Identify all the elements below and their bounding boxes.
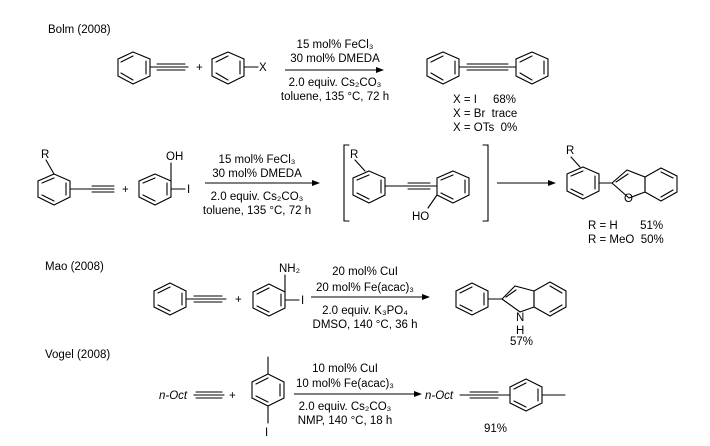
yields-benzofuran: R = H 51% R = MeO 50% (588, 220, 664, 246)
oh-label: OH (166, 151, 183, 163)
condition-line: toluene, 135 °C, 72 h (281, 91, 389, 103)
reaction-arrow (497, 180, 556, 186)
plus-sign: + (196, 62, 203, 74)
iodotoluene-structure (251, 356, 285, 424)
yield-mao: 57% (510, 336, 533, 348)
reaction-arrow (294, 391, 422, 397)
condition-line: 20 mol% CuI (332, 266, 398, 278)
condition-line: 30 mol% DMEDA (290, 53, 380, 65)
benzofuran-product-structure: R (566, 145, 678, 202)
conditions-mao: 20 mol% CuI 20 mol% Fe(acac)₃ 2.0 equiv.… (313, 266, 418, 331)
alkyne-noct-label: n-Oct (159, 390, 188, 402)
indole-product-structure (455, 281, 567, 317)
yields-bolm: X = I 68% X = Br trace X = OTs 0% (453, 94, 517, 134)
condition-line: 15 mol% FeCl₃ (219, 154, 296, 166)
product-noct-label: n-Oct (425, 390, 454, 402)
condition-line: 10 mol% CuI (312, 363, 378, 375)
condition-line: toluene, 135 °C, 72 h (203, 205, 311, 217)
conditions-benzofuran: 15 mol% FeCl₃ 30 mol% DMEDA 2.0 equiv. C… (203, 154, 311, 217)
yield-line: R = H 51% (588, 220, 663, 232)
product-r-label: R (566, 145, 574, 157)
indole-h-label: H (516, 325, 524, 337)
substituent-r-label: R (41, 149, 49, 161)
reaction-arrow (311, 294, 430, 300)
plus-sign: + (235, 294, 242, 306)
benzofuran-section: R + OH I 15 mol% FeCl₃ 30 mol% DMEDA 2.0… (37, 144, 678, 246)
condition-line: 2.0 equiv. Cs₂CO₃ (289, 77, 382, 89)
condition-line: 10 mol% Fe(acac)₃ (296, 378, 394, 390)
condition-line: 15 mol% FeCl₃ (297, 39, 374, 51)
intermediate-structure: R (343, 144, 489, 222)
indole-n-label: N (516, 312, 524, 324)
yield-line: X = Br trace (453, 108, 517, 120)
intermediate-r-label: R (350, 149, 358, 161)
iodo-label: I (265, 427, 268, 439)
iodoaniline-structure (252, 274, 300, 317)
reaction-arrow (285, 67, 384, 73)
bolm-section: Bolm (2008) + X 15 mol% FeCl₃ 30 mol% DM… (48, 24, 549, 134)
citation-mao: Mao (2008) (45, 261, 104, 273)
nh2-label: NH₂ (279, 263, 300, 275)
conditions-bolm: 15 mol% FeCl₃ 30 mol% DMEDA 2.0 equiv. C… (281, 39, 389, 103)
phenylacetylene-structure (117, 51, 189, 85)
yield-line: X = I 68% (453, 94, 516, 106)
r-aryl-alkyne-structure: R (37, 149, 115, 206)
octyne-structure (193, 391, 225, 399)
condition-line: 20 mol% Fe(acac)₃ (316, 282, 414, 294)
yield-line: X = OTs 0% (453, 122, 517, 134)
reaction-arrow (205, 180, 320, 186)
condition-line: 2.0 equiv. K₃PO₄ (322, 305, 408, 317)
iodo-label: I (301, 295, 304, 307)
condition-line: NMP, 140 °C, 18 h (298, 415, 393, 427)
furan-o-label: O (624, 193, 633, 205)
aryl-x-structure (211, 51, 259, 85)
iodophenol-structure (138, 162, 186, 206)
mao-section: Mao (2008) + NH₂ I 20 mol% CuI 20 mol% F… (45, 261, 567, 348)
condition-line: 30 mol% DMEDA (212, 168, 302, 180)
yield-vogel: 91% (484, 423, 507, 435)
condition-line: 2.0 equiv. Cs₂CO₃ (211, 191, 304, 203)
conditions-vogel: 10 mol% CuI 10 mol% Fe(acac)₃ 2.0 equiv.… (296, 363, 394, 427)
phenylacetylene-structure (153, 282, 227, 316)
intermediate-ho-label: HO (412, 211, 429, 223)
citation-bolm: Bolm (2008) (48, 24, 111, 36)
diphenylacetylene-structure (426, 51, 549, 85)
plus-sign: + (229, 390, 236, 402)
plus-sign: + (122, 184, 129, 196)
condition-line: 2.0 equiv. Cs₂CO₃ (299, 401, 392, 413)
substituent-x-label: X (259, 62, 267, 74)
condition-line: DMSO, 140 °C, 36 h (313, 319, 418, 331)
octynyl-toluene-structure (459, 378, 566, 412)
citation-vogel: Vogel (2008) (45, 349, 110, 361)
vogel-section: Vogel (2008) n-Oct + I 10 mol% CuI 10 mo… (45, 349, 566, 439)
yield-line: R = MeO 50% (588, 234, 664, 246)
iodo-label: I (187, 184, 190, 196)
